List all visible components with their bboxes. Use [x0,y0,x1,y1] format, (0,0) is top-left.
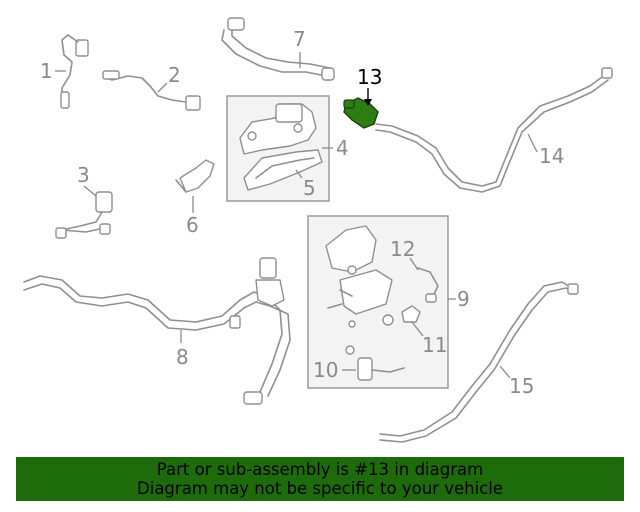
banner-line-1: Part or sub-assembly is #13 in diagram [156,460,484,479]
part-3-sensor[interactable] [55,191,113,239]
part-1-oxygen-sensor[interactable] [60,34,89,109]
part-14-hose[interactable] [375,67,613,193]
callout-2: 2 [168,63,181,87]
callout-3: 3 [77,163,90,187]
callout-12: 12 [390,237,415,261]
part-8-hose-assembly[interactable] [23,257,291,405]
callout-8: 8 [176,345,189,369]
part-2-oxygen-sensor[interactable] [102,70,201,111]
leader-5 [295,169,303,179]
part-12-sensor[interactable] [417,267,439,303]
leader-2 [157,82,168,93]
callout-5: 5 [303,176,316,200]
leader-15 [499,365,511,379]
part-5-gasket[interactable] [243,149,323,191]
part-10-valve[interactable] [345,345,405,381]
part-11-solenoid[interactable] [401,305,421,323]
callout-6: 6 [186,213,199,237]
leader-14 [527,133,538,153]
leader-3 [83,185,97,197]
callout-13: 13 [357,65,382,89]
arrow-13 [364,99,372,106]
leader-12 [409,257,419,271]
leader-11 [411,321,424,337]
part-4-housing[interactable] [239,103,317,155]
part-7-hose[interactable] [221,17,335,81]
callout-14: 14 [539,144,564,168]
part-6-sensor[interactable] [175,159,215,193]
callout-4: 4 [336,136,349,160]
callout-10: 10 [313,358,338,382]
callout-15: 15 [509,374,534,398]
callout-9: 9 [457,287,470,311]
callout-1: 1 [40,59,53,83]
callout-7: 7 [293,27,306,51]
banner-line-2: Diagram may not be specific to your vehi… [137,479,503,498]
part-13-valve-highlighted[interactable] [343,97,379,129]
part-15-hose[interactable] [379,281,579,443]
info-banner: Part or sub-assembly is #13 in diagram D… [16,457,624,501]
callout-11: 11 [422,333,447,357]
part-9-canister-assembly[interactable] [325,225,394,328]
